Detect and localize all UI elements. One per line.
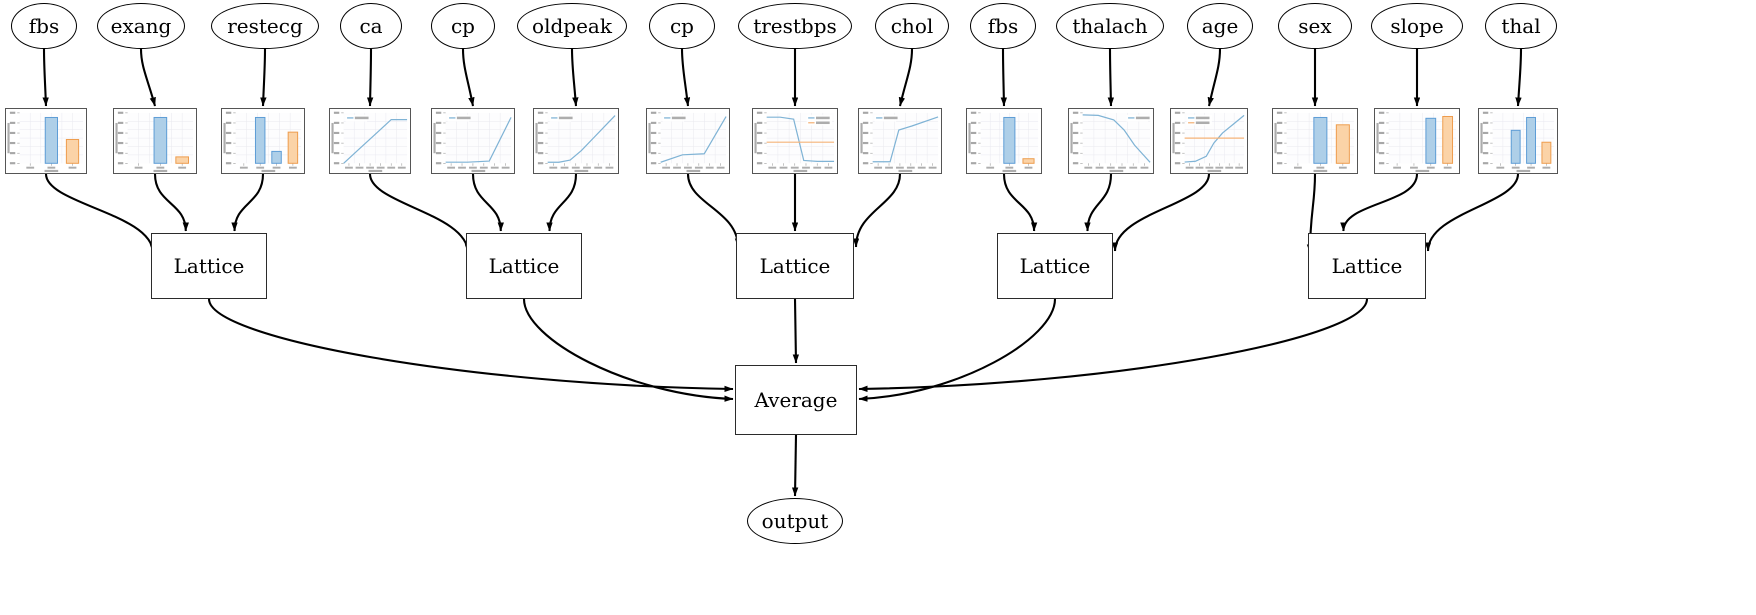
calibrator-plot-cp-calibrator-6 xyxy=(647,109,729,173)
input-node-exang-1[interactable]: exang xyxy=(97,3,185,49)
calibrator-card-fbs-calibrator-9[interactable] xyxy=(966,108,1042,174)
lattice-node-label: Lattice xyxy=(173,254,245,278)
input-node-oldpeak-5[interactable]: oldpeak xyxy=(517,3,627,49)
input-node-label: fbs xyxy=(28,14,60,38)
lattice-node-0[interactable]: Lattice xyxy=(151,233,267,299)
calibrator-plot-exang-calibrator-1 xyxy=(114,109,196,173)
output-node[interactable]: output xyxy=(747,498,843,544)
input-node-label: sex xyxy=(1298,14,1332,38)
calibrator-card-fbs-calibrator-0[interactable] xyxy=(5,108,87,174)
calibrator-card-cp-calibrator-4[interactable] xyxy=(431,108,515,174)
lattice-node-2[interactable]: Lattice xyxy=(736,233,854,299)
lattice-node-label: Lattice xyxy=(1019,254,1091,278)
calibrator-card-age-calibrator-11[interactable] xyxy=(1170,108,1248,174)
average-node[interactable]: Average xyxy=(735,365,857,435)
input-node-sex-12[interactable]: sex xyxy=(1278,3,1352,49)
input-node-thal-14[interactable]: thal xyxy=(1485,3,1557,49)
calibrator-card-oldpeak-calibrator-5[interactable] xyxy=(533,108,619,174)
calibrator-card-chol-calibrator-8[interactable] xyxy=(858,108,942,174)
calibrator-card-slope-calibrator-13[interactable] xyxy=(1374,108,1460,174)
calibrator-plot-age-calibrator-11 xyxy=(1171,109,1247,173)
input-node-cp-6[interactable]: cp xyxy=(649,3,715,49)
input-node-label: cp xyxy=(669,14,694,38)
calibrator-card-thalach-calibrator-10[interactable] xyxy=(1068,108,1154,174)
input-node-label: oldpeak xyxy=(532,14,612,38)
lattice-node-1[interactable]: Lattice xyxy=(466,233,582,299)
calibrator-plot-sex-calibrator-12 xyxy=(1273,109,1357,173)
average-node-label: Average xyxy=(754,388,838,412)
input-node-trestbps-7[interactable]: trestbps xyxy=(738,3,852,49)
input-node-label: age xyxy=(1201,14,1239,38)
input-node-cp-4[interactable]: cp xyxy=(431,3,495,49)
lattice-node-4[interactable]: Lattice xyxy=(1308,233,1426,299)
calibrator-plot-slope-calibrator-13 xyxy=(1375,109,1459,173)
input-node-label: ca xyxy=(359,14,383,38)
calibrator-card-restecg-calibrator-2[interactable] xyxy=(221,108,305,174)
lattice-node-label: Lattice xyxy=(488,254,560,278)
input-node-label: slope xyxy=(1390,14,1444,38)
calibrator-plot-thalach-calibrator-10 xyxy=(1069,109,1153,173)
lattice-node-3[interactable]: Lattice xyxy=(997,233,1113,299)
calibrator-plot-oldpeak-calibrator-5 xyxy=(534,109,618,173)
calibrator-card-trestbps-calibrator-7[interactable] xyxy=(752,108,838,174)
input-node-thalach-10[interactable]: thalach xyxy=(1056,3,1164,49)
calibrator-plot-trestbps-calibrator-7 xyxy=(753,109,837,173)
input-node-restecg-2[interactable]: restecg xyxy=(211,3,319,49)
calibrator-plot-fbs-calibrator-9 xyxy=(967,109,1041,173)
input-node-slope-13[interactable]: slope xyxy=(1371,3,1463,49)
output-node-label: output xyxy=(761,509,829,533)
input-node-label: trestbps xyxy=(753,14,837,38)
calibrator-plot-chol-calibrator-8 xyxy=(859,109,941,173)
input-node-label: cp xyxy=(450,14,475,38)
calibrator-card-sex-calibrator-12[interactable] xyxy=(1272,108,1358,174)
input-node-fbs-9[interactable]: fbs xyxy=(970,3,1036,49)
input-node-label: chol xyxy=(890,14,934,38)
calibrator-plot-fbs-calibrator-0 xyxy=(6,109,86,173)
calibrator-plot-ca-calibrator-3 xyxy=(330,109,410,173)
calibrator-plot-restecg-calibrator-2 xyxy=(222,109,304,173)
calibrator-card-ca-calibrator-3[interactable] xyxy=(329,108,411,174)
input-node-label: exang xyxy=(110,14,172,38)
input-node-fbs-0[interactable]: fbs xyxy=(11,3,77,49)
input-node-chol-8[interactable]: chol xyxy=(875,3,949,49)
calibrator-card-thal-calibrator-14[interactable] xyxy=(1478,108,1558,174)
input-node-ca-3[interactable]: ca xyxy=(340,3,402,49)
calibrator-card-cp-calibrator-6[interactable] xyxy=(646,108,730,174)
lattice-node-label: Lattice xyxy=(759,254,831,278)
calibrator-card-exang-calibrator-1[interactable] xyxy=(113,108,197,174)
calibrator-plot-cp-calibrator-4 xyxy=(432,109,514,173)
input-node-label: fbs xyxy=(987,14,1019,38)
input-node-age-11[interactable]: age xyxy=(1187,3,1253,49)
input-node-label: thal xyxy=(1501,14,1541,38)
calibrator-plot-thal-calibrator-14 xyxy=(1479,109,1557,173)
input-node-label: restecg xyxy=(227,14,303,38)
input-node-label: thalach xyxy=(1072,14,1148,38)
lattice-node-label: Lattice xyxy=(1331,254,1403,278)
